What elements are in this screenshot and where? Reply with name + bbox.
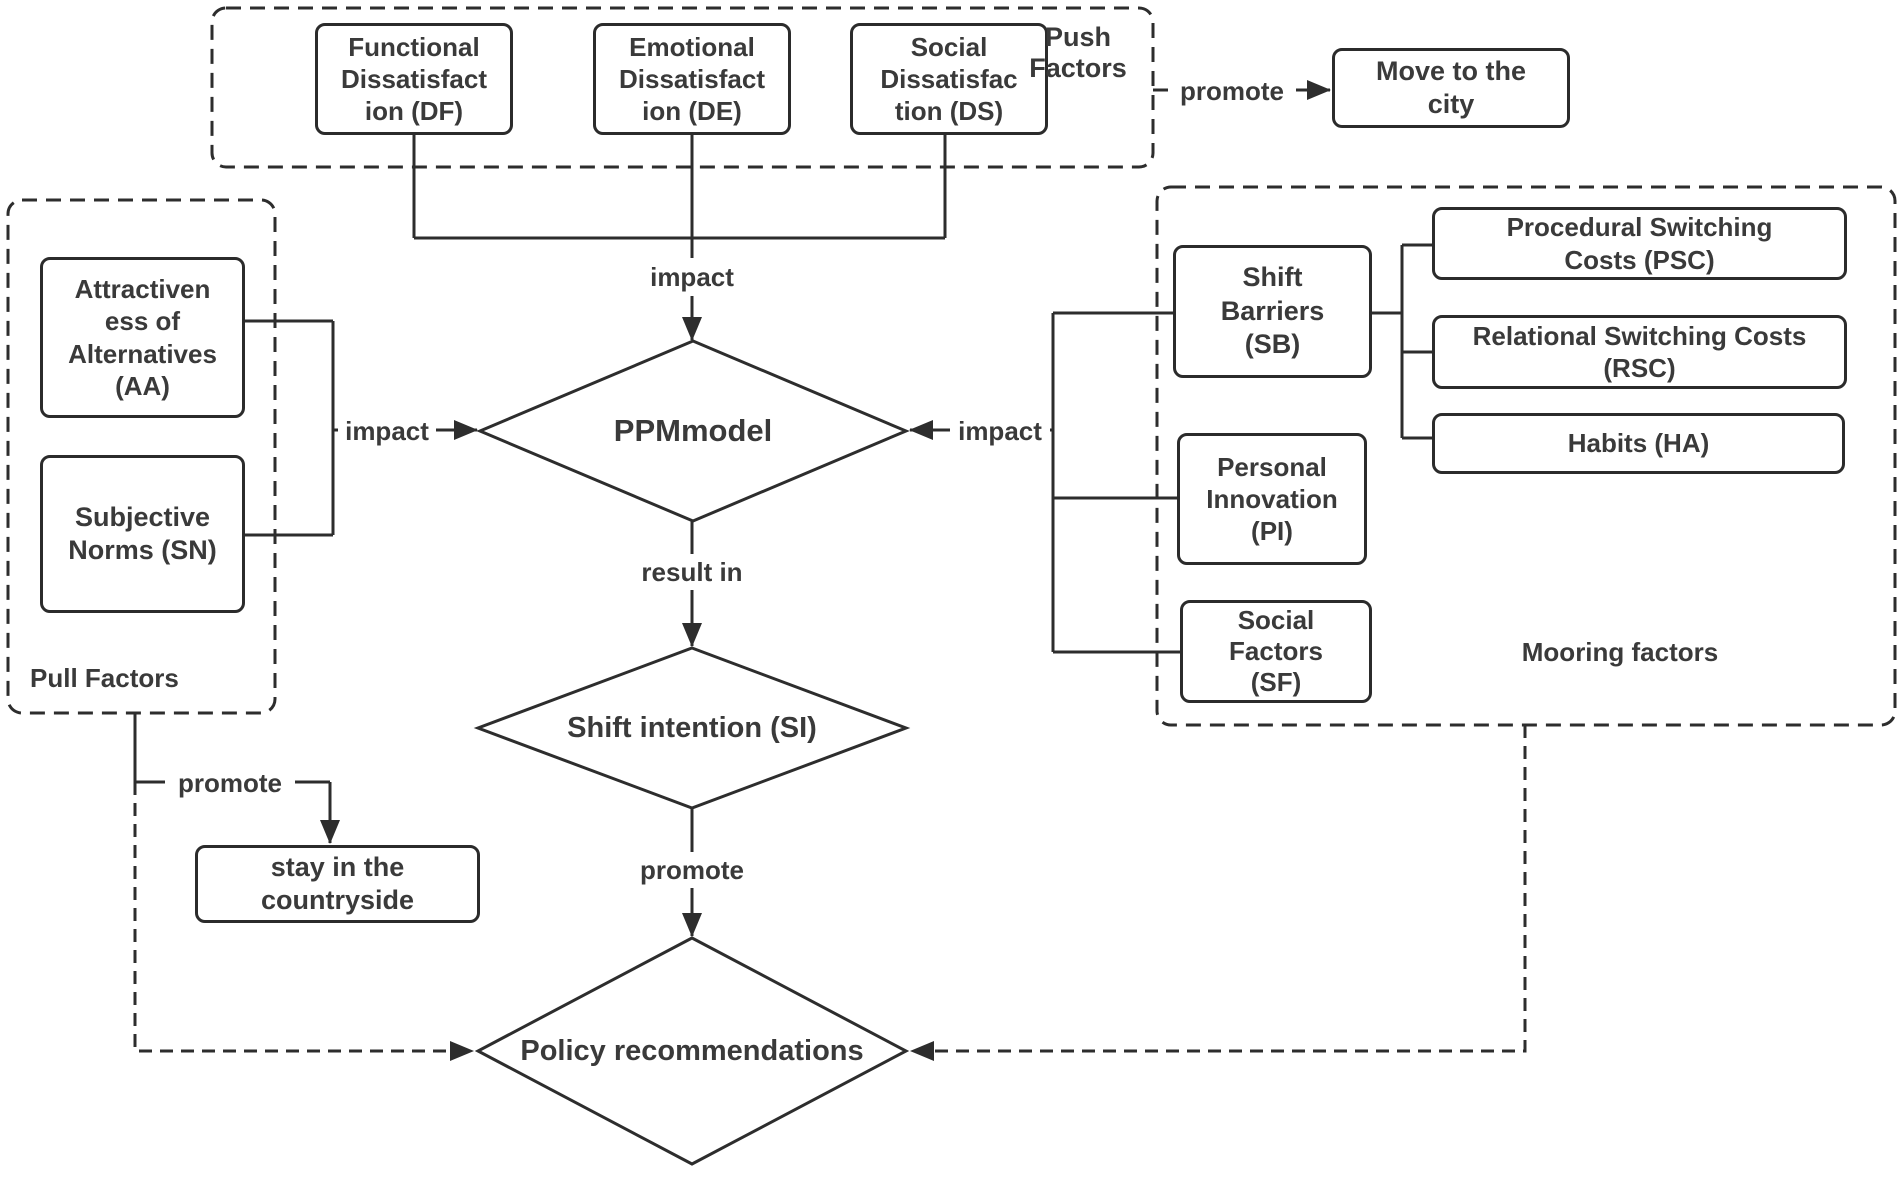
si-diamond-shape (473, 646, 911, 810)
push-factors-group-box (210, 6, 1155, 169)
node-procedural-switching-costs: Procedural Switching Costs (PSC) (1432, 207, 1847, 280)
node-move-to-the-city: Move to the city (1332, 48, 1570, 128)
edge-label-mooring-impact: impact (950, 413, 1050, 449)
edge-label-si-promote: promote (630, 852, 754, 888)
edge-label-result-in: result in (630, 554, 754, 590)
edge-label-pull-promote: promote (165, 766, 295, 800)
edge-label-push-impact: impact (640, 258, 744, 296)
node-social-factors: Social Factors (SF) (1180, 600, 1372, 703)
node-emotional-dissatisfaction: Emotional Dissatisfact ion (DE) (593, 23, 791, 135)
edge-label-pull-impact: impact (338, 413, 436, 449)
node-subjective-norms: Subjective Norms (SN) (40, 455, 245, 613)
node-shift-barriers: Shift Barriers (SB) (1173, 245, 1372, 378)
mooring-factors-label: Mooring factors (1521, 637, 1719, 667)
node-functional-dissatisfaction: Functional Dissatisfact ion (DF) (315, 23, 513, 135)
ppm-diamond-shape (476, 339, 910, 523)
policy-diamond-shape (474, 936, 910, 1166)
node-attractiveness-of-alternatives: Attractiven ess of Alternatives (AA) (40, 257, 245, 418)
pull-factors-label: Pull Factors (30, 663, 179, 693)
edge-label-push-promote: promote (1168, 74, 1296, 108)
node-personal-innovation: Personal Innovation (PI) (1177, 433, 1367, 565)
push-factors-label: Push Factors (1029, 22, 1127, 83)
edge-mooring-policy-dashed-arrow (910, 725, 1527, 1061)
node-social-dissatisfaction: Social Dissatisfac tion (DS) (850, 23, 1048, 135)
node-habits: Habits (HA) (1432, 413, 1845, 474)
edge-pull-policy-dashed-arrow (133, 782, 474, 1061)
node-stay-in-the-countryside: stay in the countryside (195, 845, 480, 923)
node-relational-switching-costs: Relational Switching Costs (RSC) (1432, 315, 1847, 389)
